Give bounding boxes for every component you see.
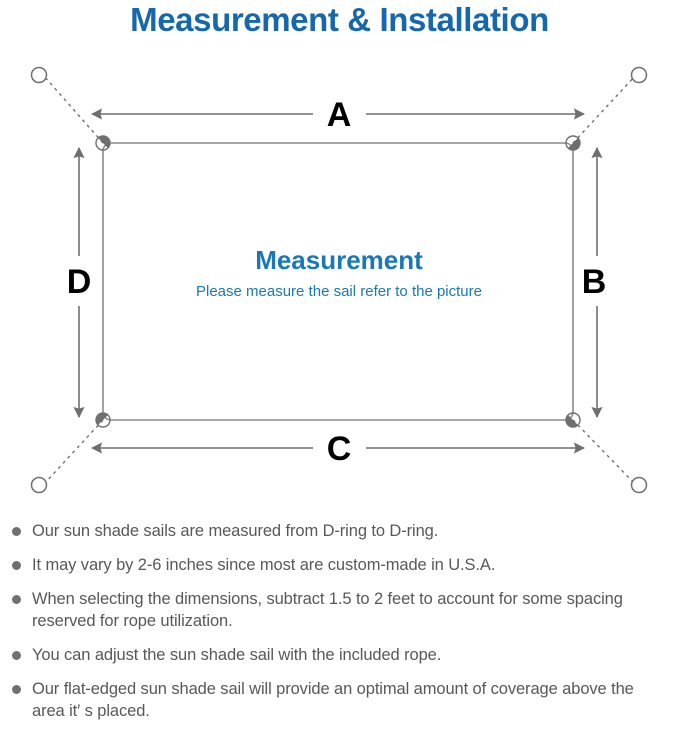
rope-bottom-left [43,419,104,485]
note-text: You can adjust the sun shade sail with t… [32,646,442,664]
d-ring-top-left [95,135,111,151]
anchor-point-bottom-left [30,476,48,494]
sail-body [102,142,574,421]
dimension-label-d: D [67,263,92,301]
rope-top-right [572,75,636,144]
anchor-point-bottom-right [630,476,648,494]
dimension-label-a: A [327,96,352,134]
diagram-svg: A C D B Measurement Please measure the s… [30,66,648,494]
d-ring-bottom-right [565,412,581,428]
note-text: Our flat-edged sun shade sail will provi… [32,680,634,720]
d-ring-top-right [565,135,581,151]
list-item: Our flat-edged sun shade sail will provi… [0,678,679,722]
dimension-label-b: B [582,263,607,301]
d-ring-bottom-left [95,412,111,428]
anchor-point-top-left [30,66,48,84]
measurement-diagram: A C D B Measurement Please measure the s… [0,44,679,514]
list-item: You can adjust the sun shade sail with t… [0,644,679,666]
list-item: When selecting the dimensions, subtract … [0,588,679,632]
note-text: When selecting the dimensions, subtract … [32,590,623,630]
bullet-icon [12,595,21,604]
anchor-point-top-right [630,66,648,84]
list-item: Our sun shade sails are measured from D-… [0,520,679,542]
dimension-label-c: C [327,430,352,468]
note-text: It may vary by 2-6 inches since most are… [32,556,496,574]
bullet-icon [12,561,21,570]
page-title: Measurement & Installation [130,1,549,38]
note-text: Our sun shade sails are measured from D-… [32,522,439,540]
list-item: It may vary by 2-6 inches since most are… [0,554,679,576]
rope-bottom-right [572,419,636,485]
bullet-icon [12,685,21,694]
bullet-icon [12,527,21,536]
notes-list: Our sun shade sails are measured from D-… [0,520,679,734]
rope-top-left [43,75,104,144]
bullet-icon [12,651,21,660]
diagram-center-subheading: Please measure the sail refer to the pic… [196,283,482,300]
diagram-center-heading: Measurement [255,245,423,275]
